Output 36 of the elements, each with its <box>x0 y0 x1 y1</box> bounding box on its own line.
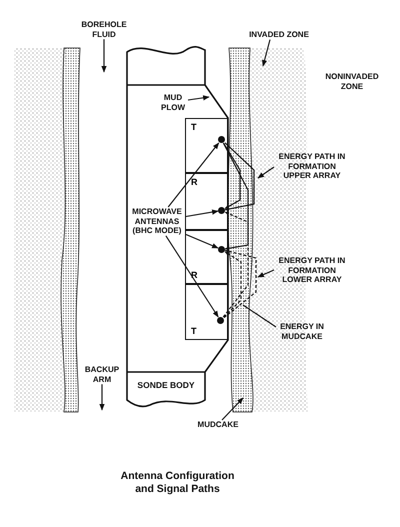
leader-line <box>168 142 220 208</box>
leader-line <box>186 234 219 248</box>
antenna-pad: T <box>185 284 228 340</box>
callout-label: MUDCAKE <box>196 420 240 430</box>
callout-label: BOREHOLE FLUID <box>80 20 128 40</box>
signal-path-arrow <box>224 142 255 211</box>
leader-line <box>257 270 274 278</box>
leader-line <box>186 209 219 218</box>
leader-line <box>262 39 271 67</box>
callout-label: MICROWAVE ANTENNAS (BHC MODE) <box>128 207 186 236</box>
leader-line <box>188 95 210 101</box>
antenna-dot <box>218 136 225 143</box>
leader-line <box>99 384 105 411</box>
zone-label: NONINVADED ZONE <box>324 72 380 92</box>
leader-line <box>101 39 107 73</box>
callout-label: ENERGY PATH IN FORMATION UPPER ARRAY <box>274 152 350 181</box>
signal-path-arrow <box>222 212 249 318</box>
part-label: SONDE BODY <box>130 380 202 390</box>
leader-line <box>222 398 244 420</box>
callout-label: ENERGY PATH IN FORMATION LOWER ARRAY <box>274 256 350 285</box>
antenna-dot <box>217 317 224 324</box>
leader-line <box>165 236 219 318</box>
figure-title: Antenna Configuration and Signal Paths <box>120 470 236 496</box>
antenna-dot <box>218 246 225 253</box>
signal-path-arrow <box>222 142 249 250</box>
antenna-dot <box>218 207 225 214</box>
signal-path-arrow <box>224 250 257 318</box>
leader-line <box>257 166 274 178</box>
callout-label: BACKUP ARM <box>84 365 120 384</box>
signal-path-arrow <box>224 251 242 318</box>
callout-label: MUD PLOW <box>158 93 188 112</box>
callout-label: INVADED ZONE <box>246 30 312 40</box>
antenna-pad: R <box>185 173 228 230</box>
antenna-pad: T <box>185 118 228 173</box>
signal-path-arrow <box>223 142 241 209</box>
callout-label: ENERGY IN MUDCAKE <box>276 322 328 342</box>
